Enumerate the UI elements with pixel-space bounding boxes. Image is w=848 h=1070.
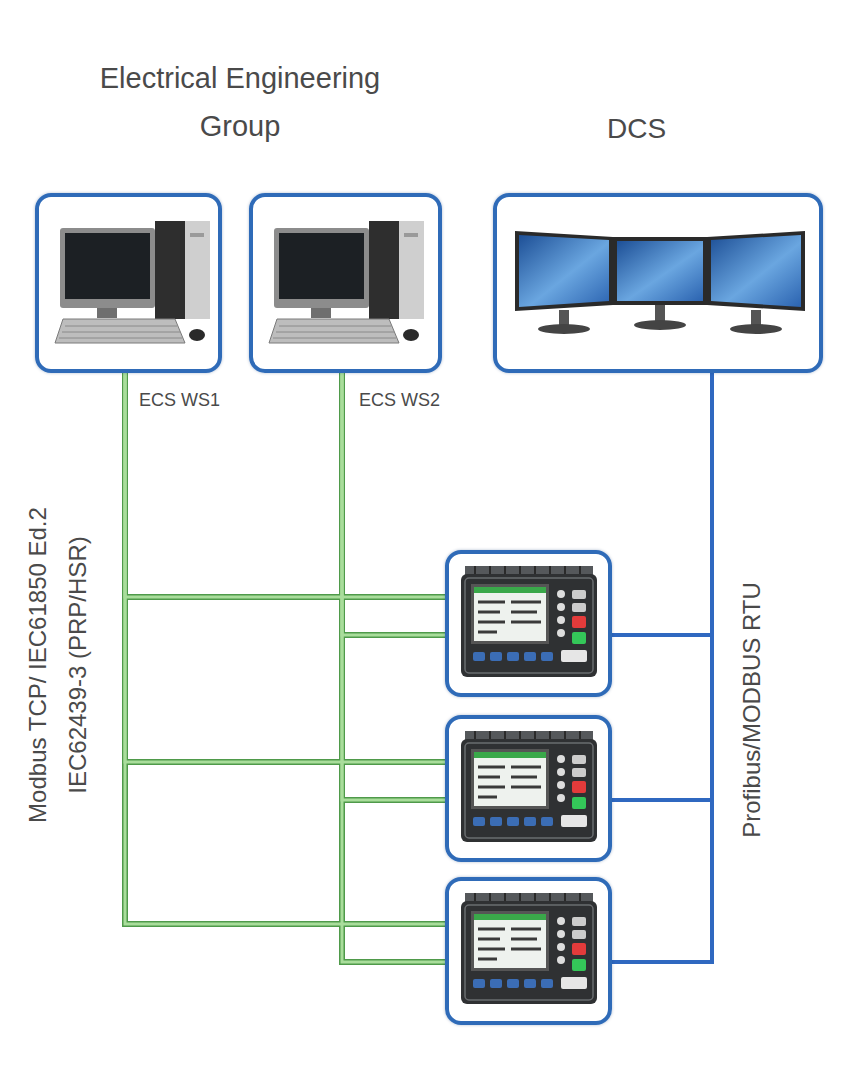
ethernet-line — [125, 373, 445, 762]
node-label: DCS — [607, 113, 666, 145]
relay-box — [445, 550, 612, 697]
protection-relay-illustration — [461, 731, 597, 842]
workstation-box: ECS WS1 — [35, 193, 222, 373]
protection-relay-illustration — [461, 893, 597, 1004]
workstation-box: ECS WS2 — [249, 193, 442, 373]
workstation-illustration — [269, 221, 424, 343]
ethernet-line — [342, 373, 445, 800]
network-line-outline — [612, 373, 712, 962]
dcs-box: DCS — [493, 193, 823, 373]
protocol-label: Modbus TCP/ IEC61850 Ed.2 IEC62439-3 (PR… — [18, 455, 98, 875]
network-line-outline — [125, 373, 445, 924]
fieldbus-line — [612, 373, 712, 635]
network-line-outline — [342, 373, 445, 962]
network-line-outline — [125, 373, 445, 762]
monitor-wall-illustration — [515, 231, 805, 334]
ethernet-line — [125, 373, 445, 924]
protection-relay-illustration — [461, 566, 597, 677]
workstation-illustration — [55, 221, 210, 343]
network-line-outline — [612, 373, 712, 800]
ethernet-line — [342, 373, 445, 635]
network-line-outline — [125, 373, 445, 597]
node-label: ECS WS1 — [139, 390, 220, 411]
ethernet-line — [342, 373, 445, 962]
node-label: ECS WS2 — [359, 390, 440, 411]
protocol-label: Profibus/MODBUS RTU — [737, 530, 767, 890]
relay-box — [445, 877, 612, 1025]
network-line-outline — [342, 373, 445, 800]
relay-box — [445, 715, 612, 862]
fieldbus-line — [612, 373, 712, 962]
ethernet-line — [125, 373, 445, 597]
network-line-outline — [612, 373, 712, 635]
group-heading: Electrical Engineering Group — [70, 54, 410, 150]
fieldbus-line — [612, 373, 712, 800]
